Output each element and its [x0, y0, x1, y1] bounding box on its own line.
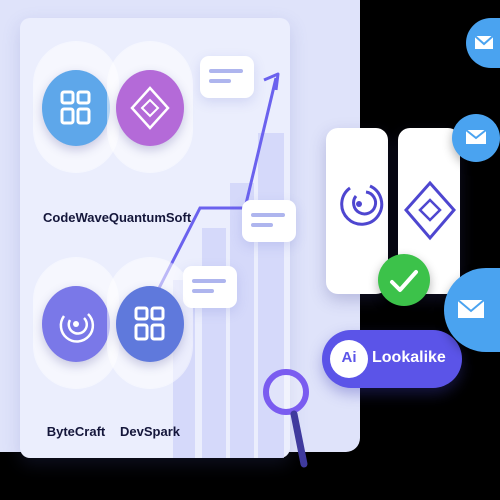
- company-panel: CodeWave QuantumSoft ByteCraft DevSpark: [20, 18, 296, 458]
- codewave-icon[interactable]: [42, 70, 110, 146]
- note-card: [183, 266, 237, 308]
- note-card: [200, 56, 254, 98]
- mail-icon[interactable]: [452, 114, 500, 162]
- company-name: DevSpark: [120, 424, 180, 439]
- devspark-icon[interactable]: [116, 286, 184, 362]
- ai-badge-label: Ai: [341, 349, 357, 366]
- mail-icon[interactable]: [466, 18, 500, 68]
- check-icon: [378, 254, 430, 306]
- mail-icon[interactable]: [444, 268, 500, 352]
- search-icon[interactable]: [262, 366, 312, 470]
- note-card: [242, 200, 296, 242]
- company-name: ByteCraft: [46, 424, 106, 439]
- company-name: QuantumSoft: [108, 210, 192, 225]
- bytecraft-lookalike-card[interactable]: [326, 128, 388, 294]
- lookalike-pill[interactable]: Ai Lookalike: [322, 330, 462, 388]
- quantumsoft-icon[interactable]: [116, 70, 184, 146]
- bytecraft-icon[interactable]: [42, 286, 110, 362]
- lookalike-label: Lookalike: [372, 349, 446, 366]
- ai-badge: Ai: [330, 340, 368, 378]
- company-name: CodeWave: [43, 210, 109, 225]
- trend-line: [153, 72, 280, 297]
